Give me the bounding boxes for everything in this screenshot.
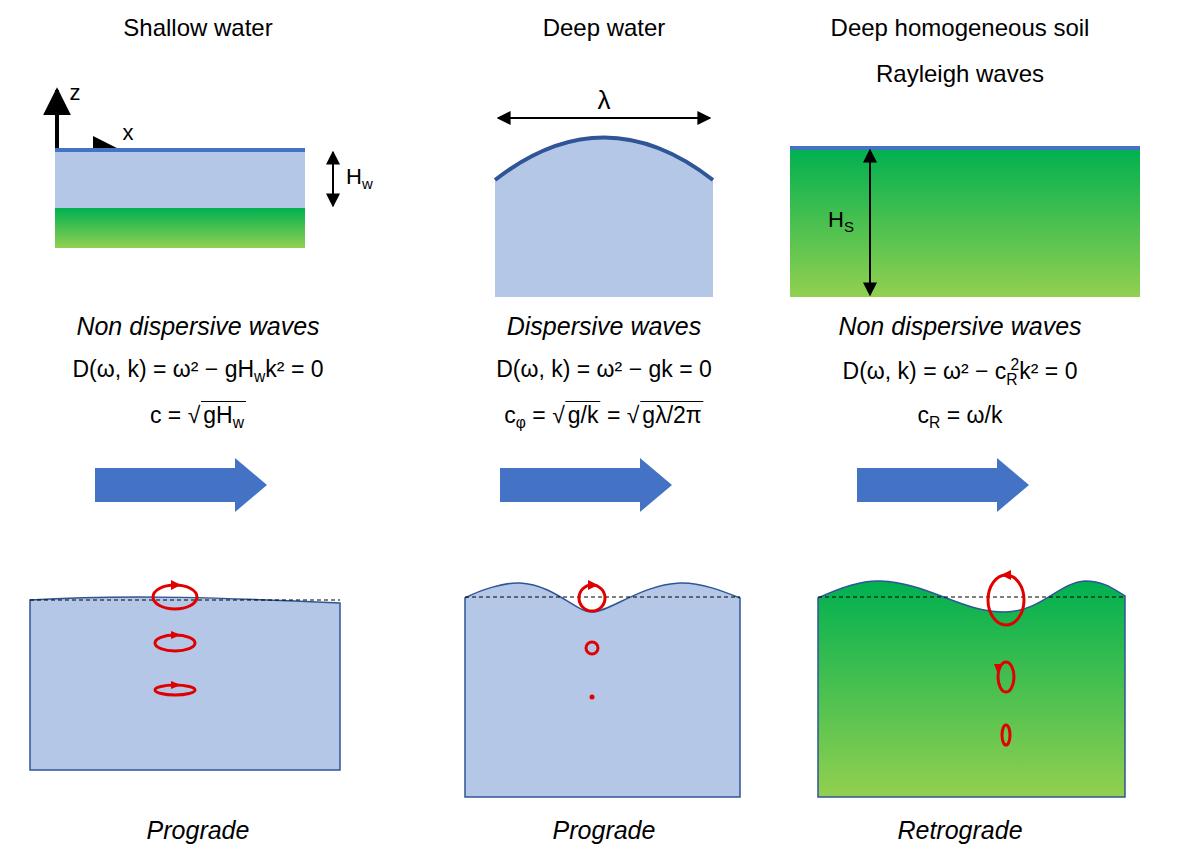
math-index: w (233, 414, 244, 431)
label-line: D(ω, k) = ω² − cR2k² = 0 (843, 356, 1078, 389)
label-line: z (70, 80, 81, 105)
label-text: c (918, 402, 930, 428)
label-text: D(ω, k) = ω² − gk = 0 (496, 356, 712, 382)
math-index: w (254, 368, 265, 385)
shallow-orbit-panel (30, 580, 340, 770)
label-text: Deep homogeneous soil (831, 14, 1090, 41)
radical-bar: gλ/2π (640, 401, 703, 428)
label-line: x (123, 120, 134, 145)
label-text: c = √ (150, 402, 200, 428)
label-text: g/k (568, 402, 599, 428)
axes (57, 90, 118, 150)
math-index: φ (516, 414, 526, 431)
label-text: H (346, 164, 362, 189)
label-line: Rayleigh waves (876, 60, 1044, 88)
label-text: Non dispersive waves (76, 312, 319, 340)
label-line: λ (598, 86, 611, 116)
label-text: Prograde (553, 816, 656, 844)
label-text: = √ (600, 402, 639, 428)
deep-water-section (495, 118, 713, 297)
math-index: R (1006, 371, 1017, 388)
label-text: Rayleigh waves (876, 60, 1044, 87)
soil-section (790, 148, 1140, 297)
label-line: Prograde (147, 816, 250, 845)
radical-bar: g/k (566, 401, 601, 428)
label-line: Deep homogeneous soil (831, 14, 1090, 42)
radical-bar: gHw (201, 401, 246, 428)
label-line: D(ω, k) = ω² − gk = 0 (496, 356, 712, 382)
label-text: Prograde (147, 816, 250, 844)
label-text: D(ω, k) = ω² − gH (72, 356, 254, 382)
label-line: Retrograde (897, 816, 1022, 845)
label-text: Shallow water (123, 14, 272, 41)
label-text: = √ (526, 402, 565, 428)
label-text: gH (203, 402, 232, 428)
soil-orbit-panel (818, 570, 1125, 797)
label-line: HS (828, 207, 854, 235)
math-index: S (844, 218, 854, 235)
label-text: H (828, 207, 844, 232)
label-text: λ (598, 85, 611, 115)
label-line: D(ω, k) = ω² − gHwk² = 0 (72, 356, 323, 386)
label-text: D(ω, k) = ω² − c (843, 358, 1007, 384)
label-text: x (123, 120, 134, 145)
label-line: Deep water (543, 14, 666, 42)
label-text: = ω/k (940, 402, 1002, 428)
label-line: Shallow water (123, 14, 272, 42)
label-line: Dispersive waves (507, 312, 702, 341)
label-line: c = √gHw (150, 402, 246, 432)
deep-orbit-panel (465, 580, 740, 797)
math-index: w (362, 175, 373, 192)
math-index: 2 (1011, 356, 1020, 373)
shallow-water-section (55, 150, 333, 248)
label-text: gλ/2π (642, 402, 701, 428)
label-text: Deep water (543, 14, 666, 41)
label-text: z (70, 80, 81, 105)
math-index: R (929, 414, 940, 431)
label-text: k² = 0 (1019, 358, 1077, 384)
label-line: cφ = √g/k = √gλ/2π (504, 402, 703, 432)
label-line: Non dispersive waves (838, 312, 1081, 341)
label-line: Non dispersive waves (76, 312, 319, 341)
label-line: Prograde (553, 816, 656, 845)
label-text: k² = 0 (265, 356, 323, 382)
label-text: Non dispersive waves (838, 312, 1081, 340)
label-text: Retrograde (897, 816, 1022, 844)
label-text: Dispersive waves (507, 312, 702, 340)
label-text: c (504, 402, 516, 428)
label-line: cR = ω/k (918, 402, 1003, 432)
propagation-arrows (95, 458, 1029, 512)
label-line: Hw (346, 164, 373, 192)
